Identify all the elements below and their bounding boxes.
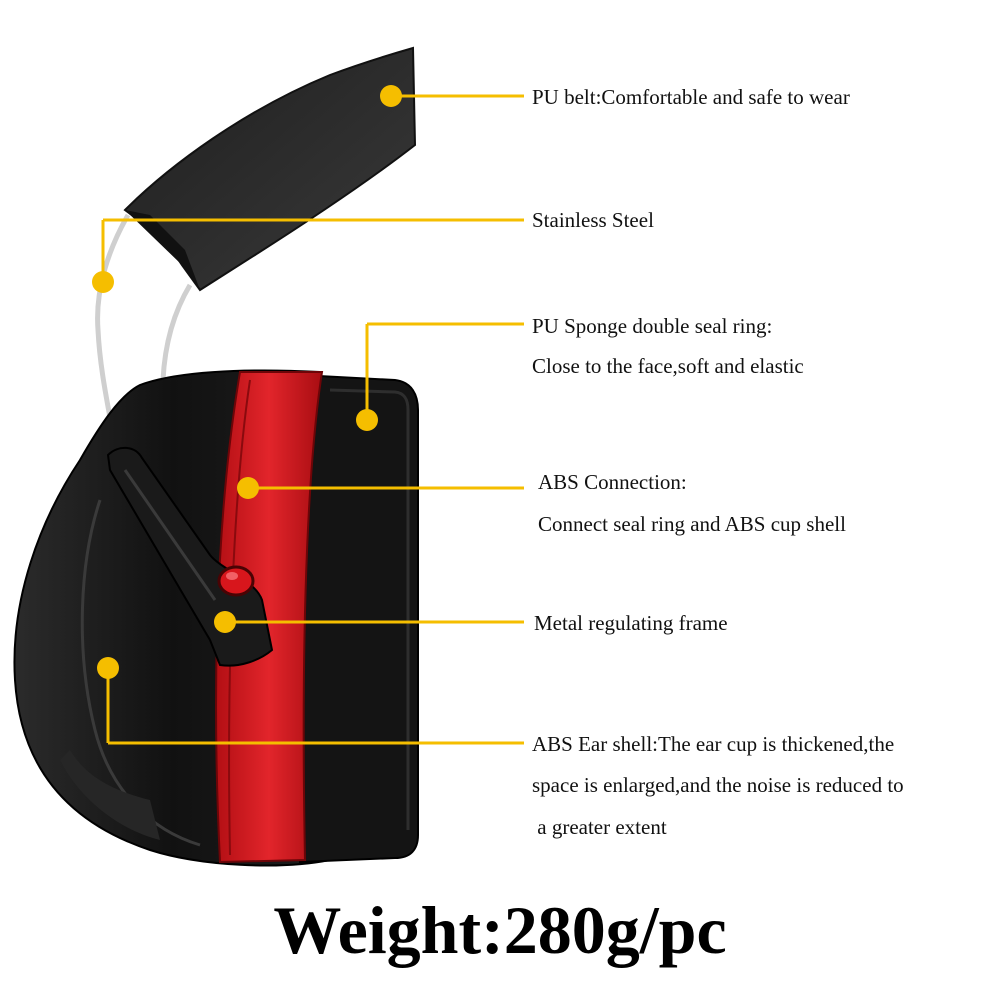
callout-lines	[92, 85, 524, 745]
label-pu-sponge-desc: Close to the face,soft and elastic	[532, 354, 804, 378]
label-abs-ear-shell-line1: ABS Ear shell:The ear cup is thickened,t…	[532, 732, 895, 756]
regulating-frame-edge	[123, 469, 217, 601]
label-pu-belt: PU belt:Comfortable and safe to wear	[532, 85, 850, 109]
label-abs-ear-shell-line3: a greater extent	[532, 815, 667, 839]
headband-tip	[125, 210, 200, 290]
steel-wire-right	[160, 283, 193, 381]
red-adjust-button	[217, 565, 255, 597]
label-stainless-steel: Stainless Steel	[532, 208, 654, 232]
button-shine	[226, 572, 238, 580]
label-pu-sponge-title: PU Sponge double seal ring:	[532, 314, 773, 338]
seal-ring-highlight	[329, 388, 410, 830]
ear-shell-slot	[60, 750, 160, 840]
weight-caption: Weight:280g/pc	[273, 892, 727, 968]
label-metal-frame: Metal regulating frame	[534, 611, 728, 635]
steel-wire-left	[95, 213, 131, 446]
label-abs-connection-desc: Connect seal ring and ABS cup shell	[538, 512, 846, 536]
label-abs-connection-title: ABS Connection:	[538, 470, 687, 494]
seal-ring	[299, 373, 419, 864]
label-abs-ear-shell-line2: space is enlarged,and the noise is reduc…	[532, 773, 904, 797]
headband	[123, 46, 417, 292]
